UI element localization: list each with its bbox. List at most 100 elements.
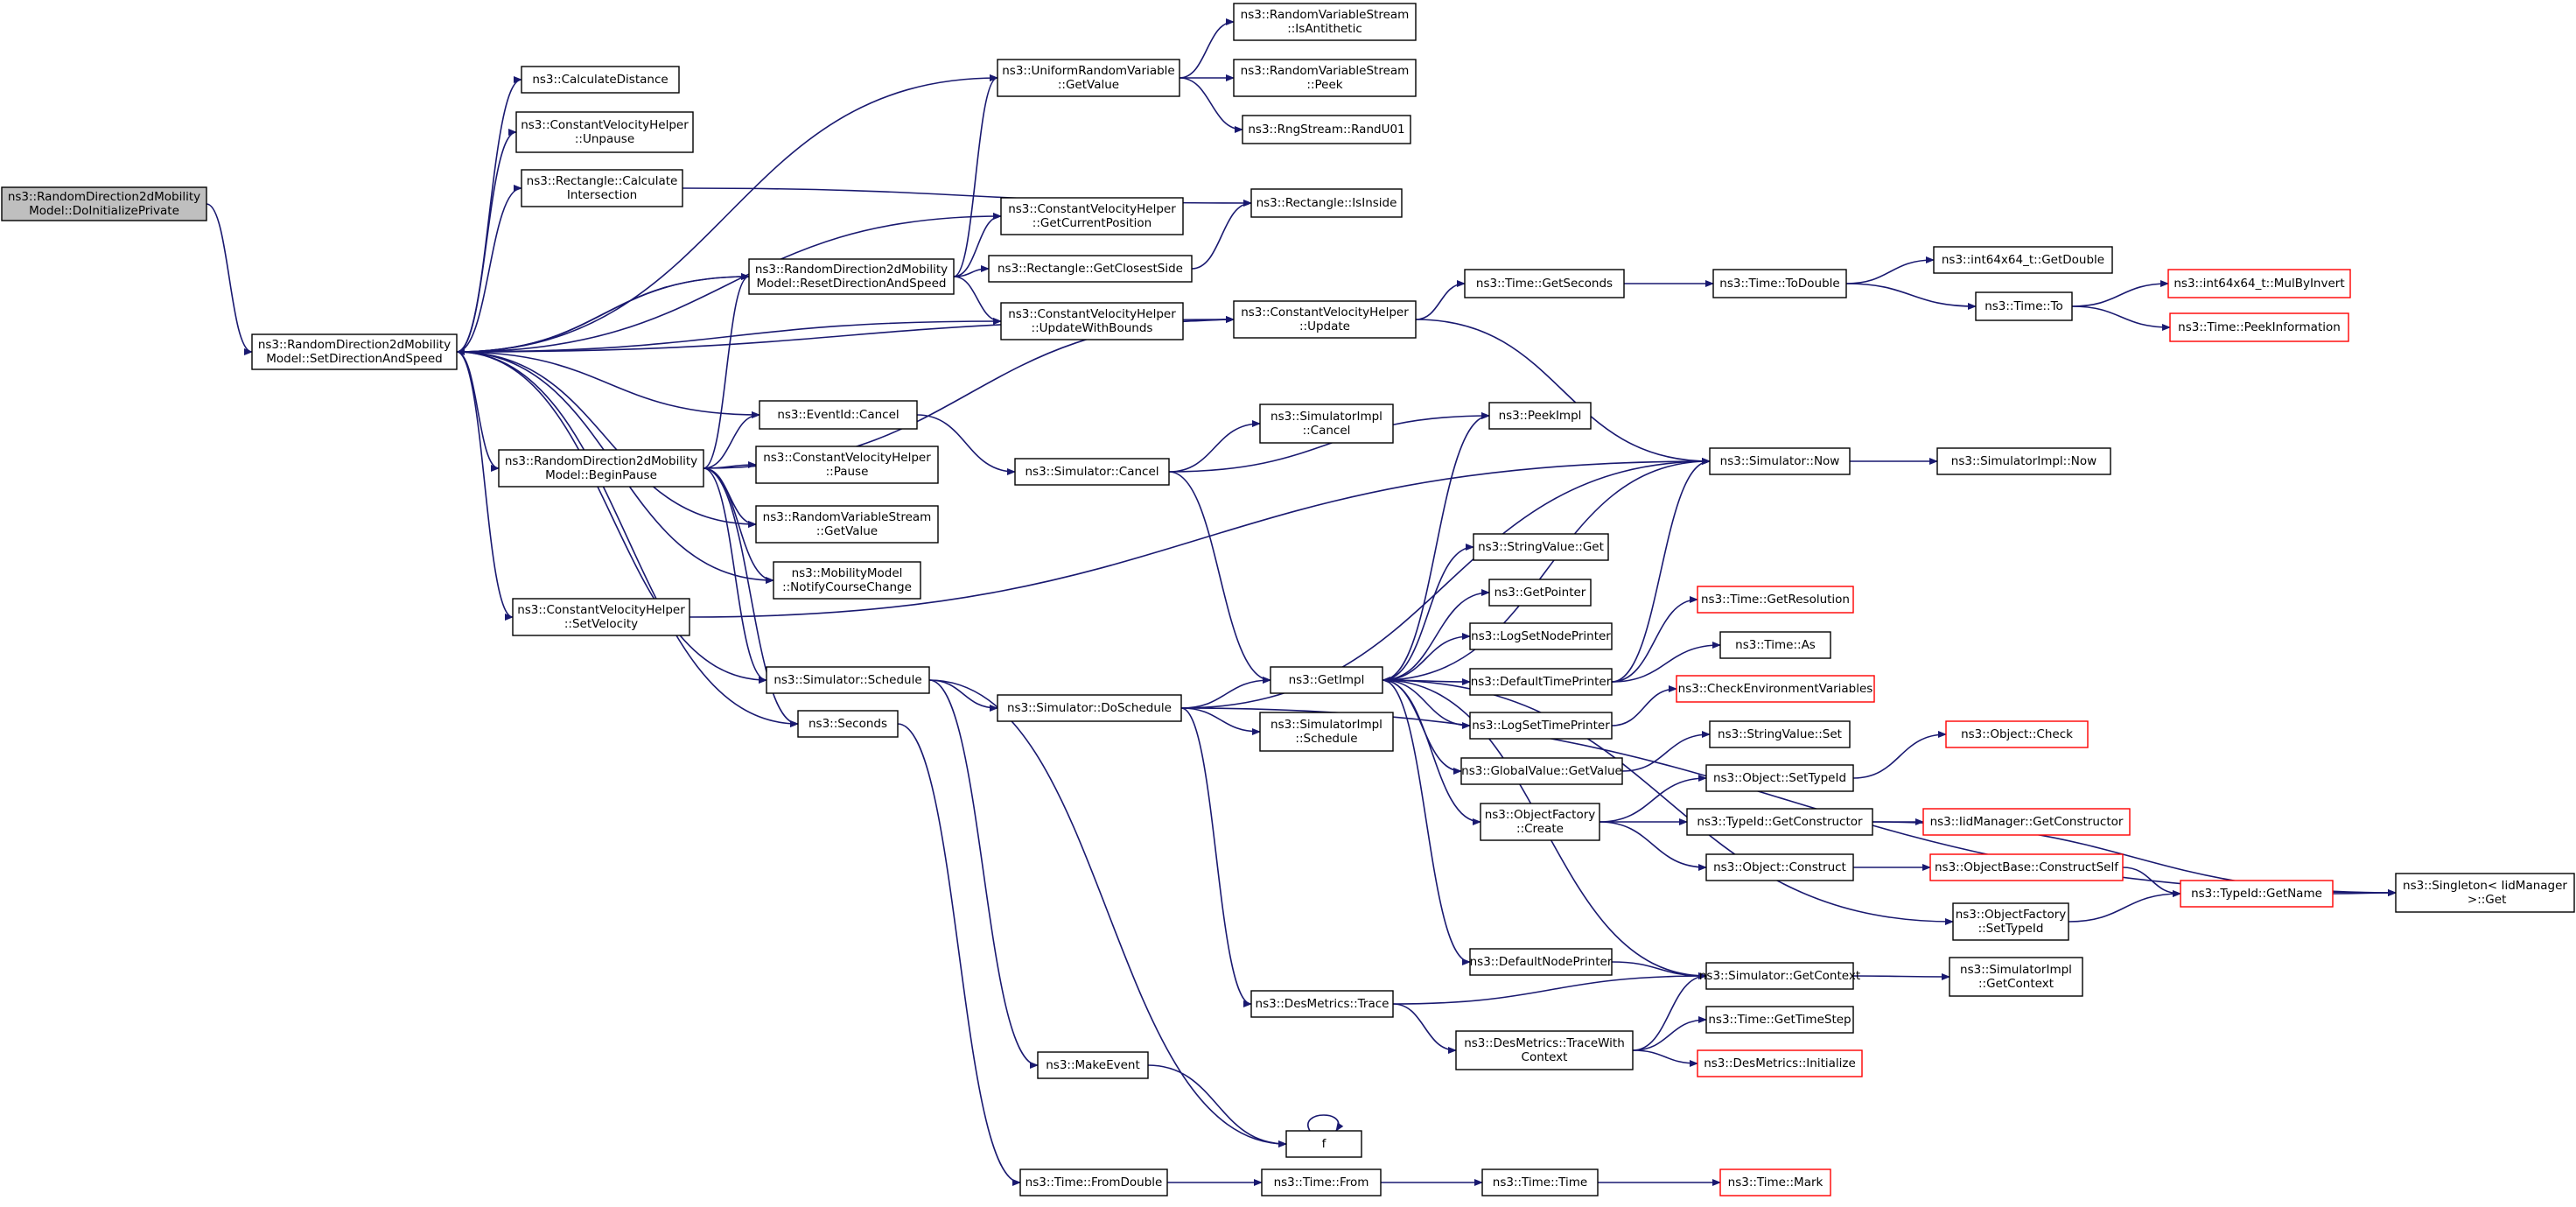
node-simimpl-getctx[interactable]: ns3::SimulatorImpl::GetContext <box>1949 957 2083 997</box>
node-time-to[interactable]: ns3::Time::To <box>1975 291 2073 321</box>
node-globalval-get[interactable]: ns3::GlobalValue::GetValue <box>1460 757 1623 785</box>
node-desm-trace[interactable]: ns3::DesMetrics::Trace <box>1250 990 1394 1018</box>
edge-sim-doschedule-to-simimpl-schedule <box>1180 707 1261 735</box>
node-sim-cancel[interactable]: ns3::Simulator::Cancel <box>1014 458 1170 486</box>
node-box <box>1 186 207 221</box>
node-cvh-pause[interactable]: ns3::ConstantVelocityHelper::Pause <box>755 446 939 484</box>
node-int64-getdouble[interactable]: ns3::int64x64_t::GetDouble <box>1933 246 2113 274</box>
node-makeevent[interactable]: ns3::MakeEvent <box>1037 1051 1149 1079</box>
node-label: ns3::Seconds <box>808 717 887 731</box>
edge-setdir-to-beginpause <box>456 351 500 472</box>
node-rect-closest[interactable]: ns3::Rectangle::GetClosestSide <box>988 255 1193 283</box>
node-label: ns3::ConstantVelocityHelper <box>763 451 931 465</box>
node-sim-now[interactable]: ns3::Simulator::Now <box>1709 447 1851 475</box>
node-beginpause[interactable]: ns3::RandomDirection2dMobilityModel::Beg… <box>498 449 704 488</box>
node-label: ns3::EventId::Cancel <box>777 408 899 422</box>
node-rng-randu01[interactable]: ns3::RngStream::RandU01 <box>1242 115 1411 144</box>
node-strval-set[interactable]: ns3::StringValue::Set <box>1709 720 1851 748</box>
node-label: ns3::LogSetNodePrinter <box>1471 629 1611 643</box>
node-box <box>1481 1168 1599 1196</box>
node-getimpl[interactable]: ns3::GetImpl <box>1270 666 1383 694</box>
node-time-peekinfo[interactable]: ns3::Time::PeekInformation <box>2169 312 2349 342</box>
node-label: ns3::TypeId::GetName <box>2191 887 2322 901</box>
node-objbase-construct[interactable]: ns3::ObjectBase::ConstructSelf <box>1929 853 2124 881</box>
node-rvs-getvalue[interactable]: ns3::RandomVariableStream::GetValue <box>755 505 939 544</box>
node-box <box>498 449 704 488</box>
node-cvh-getpos[interactable]: ns3::ConstantVelocityHelper::GetCurrentP… <box>1000 197 1184 235</box>
node-label: ns3::IidManager::GetConstructor <box>1930 815 2124 829</box>
edge-sim-doschedule-to-desm-trace <box>1180 707 1252 1007</box>
node-singleton-get[interactable]: ns3::Singleton< IidManager >::Get <box>2395 873 2575 913</box>
edge-deftimeprinter-to-time-getres <box>1611 596 1698 683</box>
node-f[interactable]: f <box>1285 1130 1362 1158</box>
node-time-time[interactable]: ns3::Time::Time <box>1481 1168 1599 1196</box>
node-desm-init[interactable]: ns3::DesMetrics::Initialize <box>1697 1049 1863 1077</box>
node-time-getres[interactable]: ns3::Time::GetResolution <box>1697 586 1854 614</box>
node-strval-get[interactable]: ns3::StringValue::Get <box>1473 533 1609 561</box>
node-time-todouble[interactable]: ns3::Time::ToDouble <box>1712 269 1847 298</box>
node-time-from[interactable]: ns3::Time::From <box>1261 1168 1382 1196</box>
node-urv-getvalue[interactable]: ns3::UniformRandomVariable::GetValue <box>997 59 1180 97</box>
node-deftimeprinter[interactable]: ns3::DefaultTimePrinter <box>1469 668 1613 696</box>
node-label: ns3::ObjectBase::ConstructSelf <box>1935 860 2119 874</box>
node-label: ns3::Time::To <box>1984 299 2063 313</box>
node-box <box>1469 948 1613 976</box>
node-label: ns3::Simulator::DoSchedule <box>1007 701 1172 715</box>
edge-setdir-to-eventid-cancel <box>456 351 760 418</box>
node-sim-doschedule[interactable]: ns3::Simulator::DoSchedule <box>997 694 1182 722</box>
node-box <box>2169 312 2349 342</box>
edge-obj-settypeid-to-obj-check <box>1852 731 1947 779</box>
node-box <box>1686 808 1873 836</box>
node-eventid-cancel[interactable]: ns3::EventId::Cancel <box>759 400 918 430</box>
edge-desm-tracewith-to-sim-getcontext <box>1632 972 1707 1051</box>
node-cvh-update[interactable]: ns3::ConstantVelocityHelper::Update <box>1233 300 1417 339</box>
node-rect-isinside[interactable]: ns3::Rectangle::IsInside <box>1250 188 1403 218</box>
node-box <box>1014 458 1170 486</box>
node-time-mark[interactable]: ns3::Time::Mark <box>1719 1168 1831 1196</box>
node-simimpl-cancel[interactable]: ns3::SimulatorImpl::Cancel <box>1259 404 1394 444</box>
node-root[interactable]: ns3::RandomDirection2dMobilityModel::DoI… <box>1 186 207 221</box>
node-box <box>1922 808 2131 836</box>
node-sim-getcontext[interactable]: ns3::Simulator::GetContext <box>1699 962 1860 990</box>
node-time-as[interactable]: ns3::Time::As <box>1719 631 1831 659</box>
node-box <box>1705 764 1854 792</box>
node-box <box>1945 720 2089 748</box>
node-rvs-isanti[interactable]: ns3::RandomVariableStream::IsAntithetic <box>1233 3 1417 41</box>
node-label: ::Schedule <box>1295 732 1357 746</box>
node-typeid-getctor[interactable]: ns3::TypeId::GetConstructor <box>1686 808 1873 836</box>
node-obj-construct[interactable]: ns3::Object::Construct <box>1705 853 1854 881</box>
node-simimpl-schedule[interactable]: ns3::SimulatorImpl::Schedule <box>1259 712 1394 752</box>
node-obj-settypeid[interactable]: ns3::Object::SetTypeId <box>1705 764 1854 792</box>
node-time-gettimestep[interactable]: ns3::Time::GetTimeStep <box>1705 1006 1854 1034</box>
node-rvs-peek[interactable]: ns3::RandomVariableStream::Peek <box>1233 59 1417 97</box>
node-cvh-updbounds[interactable]: ns3::ConstantVelocityHelper::UpdateWithB… <box>1000 302 1184 340</box>
node-defnodeprinter[interactable]: ns3::DefaultNodePrinter <box>1469 948 1613 976</box>
node-time-fromdouble[interactable]: ns3::Time::FromDouble <box>1019 1168 1168 1196</box>
node-cvh-unpause[interactable]: ns3::ConstantVelocityHelper::Unpause <box>515 111 694 153</box>
node-mm-notify[interactable]: ns3::MobilityModel::NotifyCourseChange <box>773 561 921 600</box>
node-setdir[interactable]: ns3::RandomDirection2dMobilityModel::Set… <box>251 333 458 370</box>
node-int64-mulbyinv[interactable]: ns3::int64x64_t::MulByInvert <box>2167 269 2351 298</box>
node-peekimpl[interactable]: ns3::PeekImpl <box>1488 402 1592 430</box>
node-cvh-setvel[interactable]: ns3::ConstantVelocityHelper::SetVelocity <box>512 598 690 636</box>
node-simimpl-now[interactable]: ns3::SimulatorImpl::Now <box>1936 447 2111 475</box>
node-box <box>1949 957 2083 997</box>
node-logtimeprinter[interactable]: ns3::LogSetTimePrinter <box>1469 712 1613 740</box>
node-getpointer[interactable]: ns3::GetPointer <box>1488 579 1592 607</box>
node-label: ns3::GlobalValue::GetValue <box>1461 764 1622 778</box>
node-time-getsec[interactable]: ns3::Time::GetSeconds <box>1464 269 1625 298</box>
node-calcdist[interactable]: ns3::CalculateDistance <box>521 66 680 94</box>
edge-setdir-to-cvh-updbounds <box>456 318 1002 353</box>
node-iidmgr-getctor[interactable]: ns3::IidManager::GetConstructor <box>1922 808 2131 836</box>
node-checkenv[interactable]: ns3::CheckEnvironmentVariables <box>1676 675 1875 703</box>
node-sim-schedule[interactable]: ns3::Simulator::Schedule <box>766 666 930 694</box>
node-typeid-getname[interactable]: ns3::TypeId::GetName <box>2180 880 2334 908</box>
node-reset[interactable]: ns3::RandomDirection2dMobilityModel::Res… <box>748 258 955 295</box>
node-objfactory-create[interactable]: ns3::ObjectFactory::Create <box>1480 803 1600 841</box>
node-seconds[interactable]: ns3::Seconds <box>797 710 899 738</box>
node-obj-check[interactable]: ns3::Object::Check <box>1945 720 2089 748</box>
node-objfactory-settype[interactable]: ns3::ObjectFactory::SetTypeId <box>1952 902 2069 941</box>
node-lognodeprinter[interactable]: ns3::LogSetNodePrinter <box>1469 622 1613 650</box>
